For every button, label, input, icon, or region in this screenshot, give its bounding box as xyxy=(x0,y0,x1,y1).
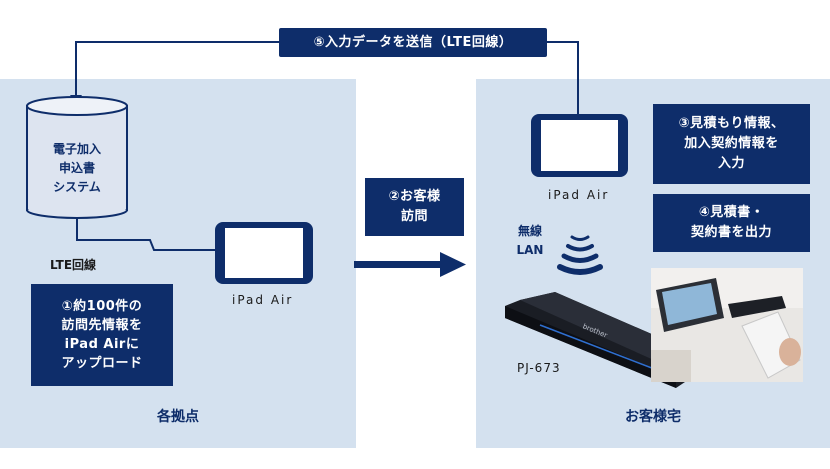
step1-upload-box: ①約100件の 訪問先情報を iPad Airに アップロード xyxy=(31,284,173,386)
product-photo xyxy=(651,268,803,382)
left-panel-footer: 各拠点 xyxy=(157,409,199,425)
visit-arrow-shaft xyxy=(354,261,442,268)
ipad-right-label: iPad Air xyxy=(548,188,610,202)
lte-line-label: LTE回線 xyxy=(50,258,97,272)
visit-arrow-head xyxy=(440,252,466,277)
printer-model-label: PJ-673 xyxy=(517,361,561,375)
send-data-label: ⑤入力データを送信（LTE回線） xyxy=(279,28,547,57)
wireless-lan-label: 無線 LAN xyxy=(516,224,544,257)
right-panel-footer: お客様宅 xyxy=(625,409,681,425)
ipad-right-icon xyxy=(531,114,628,177)
step3-input-box: ③見積もり情報、 加入契約情報を 入力 xyxy=(653,104,810,184)
step4-output-box: ④見積書・ 契約書を出力 xyxy=(653,194,810,252)
database-cylinder xyxy=(26,96,128,219)
lte-line xyxy=(76,217,217,251)
step2-visit-box: ②お客様 訪問 xyxy=(365,178,464,236)
database-label: 電子加入 申込書 システム xyxy=(52,142,101,194)
ipad-left-icon xyxy=(215,222,313,284)
ipad-left-label: iPad Air xyxy=(232,293,294,307)
wireless-waves-icon xyxy=(557,235,603,275)
